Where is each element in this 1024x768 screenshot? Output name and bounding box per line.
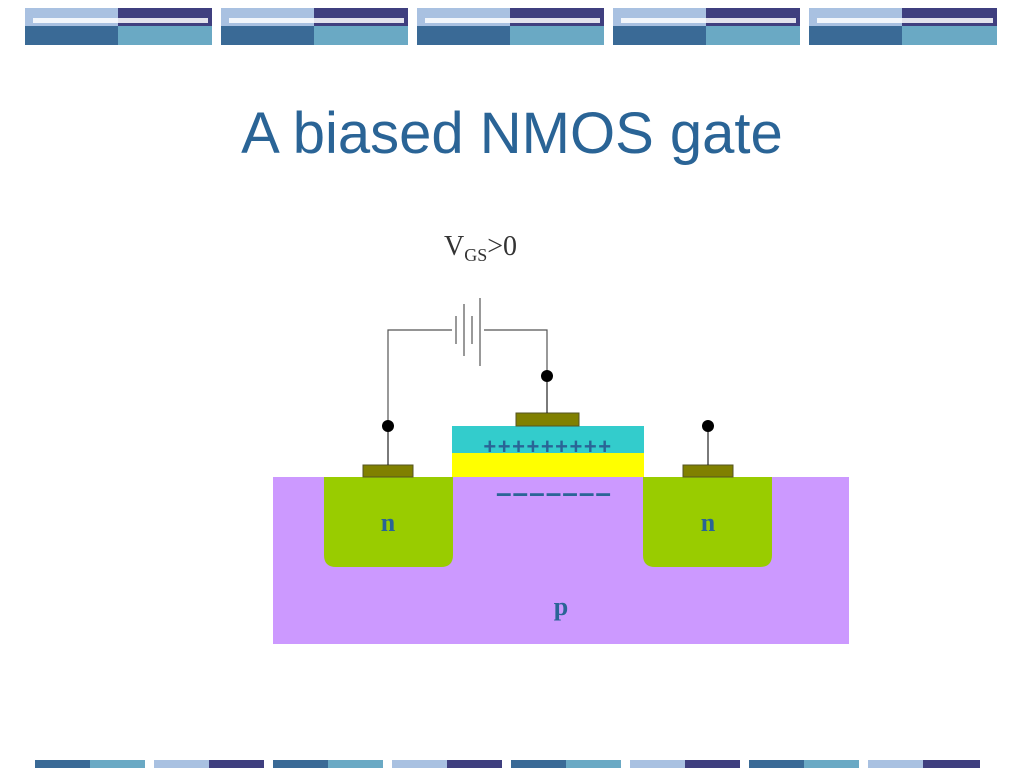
banner-block-1: [25, 8, 212, 45]
gate-electrode: [452, 426, 644, 453]
channel-charges: –––––––: [496, 477, 612, 508]
bottom-banner-block-4: [392, 760, 502, 768]
substrate-label: p: [554, 592, 568, 621]
banner-block-3: [417, 8, 604, 45]
voltage-label-main: V: [444, 231, 464, 262]
right-wire: [484, 329, 548, 376]
gate-contact: [515, 370, 580, 427]
gate-terminal: [541, 370, 553, 382]
drain-contact: [682, 420, 734, 478]
left-wire: [387, 329, 452, 426]
bottom-banner-block-7: [749, 760, 859, 768]
source-terminal: [382, 420, 394, 432]
bottom-decorative-banner: [35, 760, 980, 768]
source-label: n: [381, 508, 396, 537]
bottom-banner-block-2: [154, 760, 264, 768]
bottom-banner-block-6: [630, 760, 740, 768]
voltage-label: VGS>0: [444, 231, 517, 265]
banner-block-2: [221, 8, 408, 45]
source-contact: [362, 420, 414, 478]
bottom-banner-block-5: [511, 760, 621, 768]
top-decorative-banner: [25, 8, 997, 45]
voltage-label-suffix: >0: [487, 231, 517, 262]
bottom-banner-block-3: [273, 760, 383, 768]
gate-charges: +++++++++: [483, 434, 612, 459]
gate-oxide: [452, 453, 644, 477]
drain-label: n: [701, 508, 716, 537]
source-n-region: [324, 477, 453, 567]
banner-block-5: [809, 8, 997, 45]
banner-block-4: [613, 8, 800, 45]
bias-circuit: [387, 298, 548, 426]
drain-terminal: [702, 420, 714, 432]
bottom-banner-block-8: [868, 760, 980, 768]
slide-title: A biased NMOS gate: [241, 101, 783, 166]
bottom-banner-block-1: [35, 760, 145, 768]
voltage-label-subscript: GS: [464, 245, 487, 265]
drain-n-region: [643, 477, 772, 567]
